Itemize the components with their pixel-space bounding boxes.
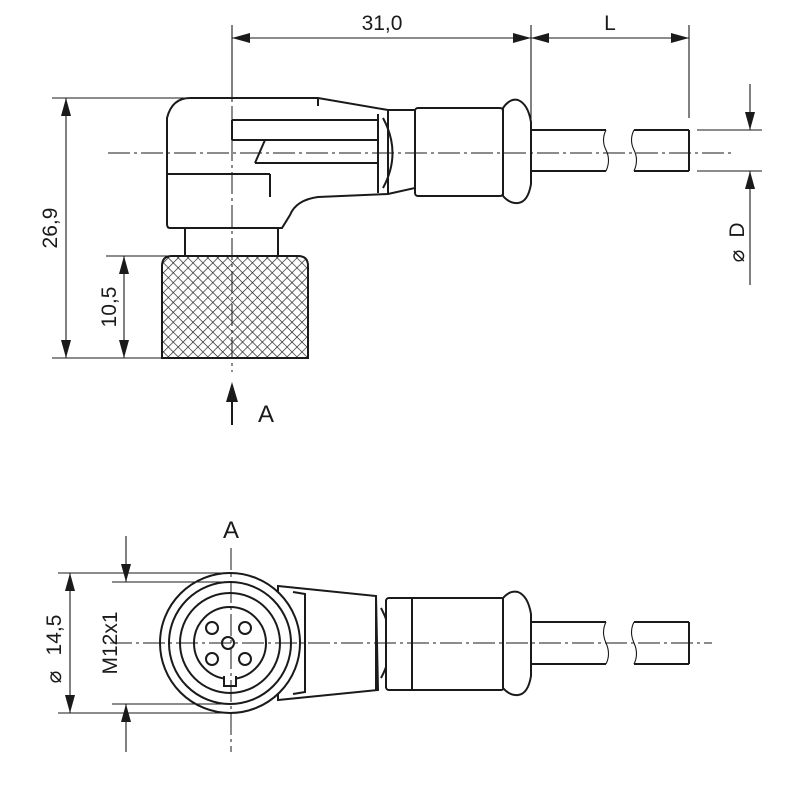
view-arrow: A: [226, 382, 274, 428]
side-view: 31,0 L 26,9 10,5: [39, 12, 762, 428]
pin-2: [238, 621, 252, 635]
angled-housing-side: [166, 97, 416, 229]
dim-cable-length: L: [531, 12, 690, 118]
pin-4: [238, 652, 252, 666]
pin-3: [205, 652, 219, 666]
strain-relief-front: [385, 597, 505, 691]
dim-total-height-text: 26,9: [39, 208, 62, 249]
dim-cable-length-text: L: [604, 12, 616, 35]
dim-cable-diameter: ⌀ D: [697, 84, 762, 285]
diameter-symbol: ⌀: [726, 250, 749, 263]
view-a: A: [43, 517, 712, 752]
dim-cable-diameter-text: D: [726, 222, 749, 237]
dim-total-height: 26,9: [39, 97, 190, 359]
dim-body-length-text: 31,0: [362, 12, 403, 35]
dim-nut-height: 10,5: [98, 255, 168, 358]
knurled-nut-side: [161, 255, 309, 359]
strain-relief-side: [414, 107, 504, 197]
nut-diameter-symbol: ⌀: [43, 671, 66, 684]
dim-thread-text: M12x1: [99, 611, 122, 674]
view-a-label: A: [223, 517, 239, 544]
view-arrow-label: A: [258, 401, 274, 428]
dim-nut-height-text: 10,5: [98, 287, 121, 328]
dim-body-length: 31,0: [231, 12, 532, 125]
dim-nut-diameter: ⌀ 14,5: [43, 572, 226, 714]
dim-thread: M12x1: [99, 536, 230, 752]
cable-side: [531, 129, 690, 172]
dim-nut-diameter-text: 14,5: [43, 615, 66, 656]
pin-1: [205, 621, 219, 635]
cable-flange-side: [502, 98, 532, 205]
